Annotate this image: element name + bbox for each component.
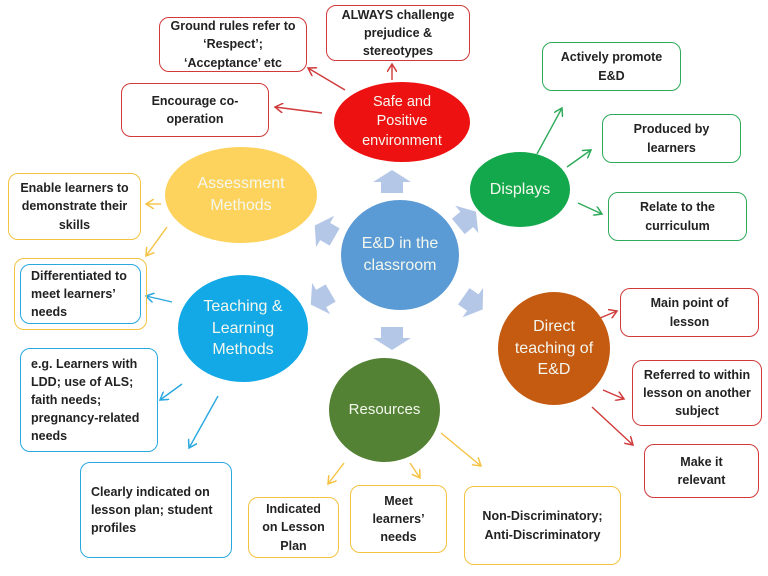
center-label: E&D in the classroom [361, 235, 439, 274]
box-referred-to: Referred to within lesson on another sub… [632, 360, 762, 426]
displays-label: Displays [489, 180, 551, 198]
box-make-relevant: Make it relevant [644, 444, 759, 498]
box-eg-learners: e.g. Learners with LDD; use of ALS; fait… [20, 348, 158, 452]
box-relate: Relate to the curriculum [608, 192, 747, 241]
arrow-direct-to-referred [602, 389, 624, 399]
box-text: Actively promote E&D [560, 50, 663, 83]
center-node: E&D in the classroom [341, 200, 459, 310]
box-text: Indicated on Lesson Plan [262, 502, 325, 553]
box-main-point: Main point of lesson [620, 288, 759, 337]
node-displays: Displays [470, 152, 570, 227]
arrow-displays-to-produced [566, 150, 591, 168]
direct-label: Direct teaching of E&D [514, 318, 594, 379]
box-text: Make it relevant [677, 454, 726, 487]
box-always-challenge: ALWAYS challenge prejudice & stereotypes [326, 5, 470, 61]
center-arrow-upper-left [314, 215, 340, 248]
node-assessment: Assessment Methods [165, 147, 317, 243]
center-arrow-up [373, 170, 411, 193]
box-text: Produced by learners [633, 122, 710, 155]
box-encourage: Encourage co-operation [121, 83, 269, 137]
box-text: Meet learners’ needs [372, 493, 425, 545]
box-text: Main point of lesson [650, 296, 729, 329]
box-non-discriminatory: Non-Discriminatory; Anti-Discriminatory [464, 486, 621, 565]
arrow-resources-to-indicated [328, 462, 345, 484]
arrow-displays-to-promote [536, 108, 562, 155]
resources-label: Resources [348, 400, 421, 418]
assessment-label: Assessment Methods [197, 175, 285, 214]
arrow-safe-to-encourage [275, 107, 323, 114]
arrow-teaching-to-eg [160, 383, 183, 400]
box-text: e.g. Learners with LDD; use of ALS; fait… [31, 356, 140, 444]
safe-label: Safe and Positive environment [362, 93, 442, 149]
box-text: Referred to within lesson on another sub… [643, 367, 751, 419]
arrow-displays-to-relate [577, 202, 602, 214]
center-arrow-lower-right [458, 287, 484, 318]
box-actively-promote: Actively promote E&D [542, 42, 681, 91]
box-text: Differentiated to meet learners’ needs [31, 268, 127, 320]
box-text: Non-Discriminatory; Anti-Discriminatory [482, 509, 603, 542]
box-differentiated: Differentiated to meet learners’ needs [20, 264, 141, 324]
node-resources: Resources [329, 358, 440, 462]
teaching-label: Teaching & Learning Methods [203, 298, 283, 359]
node-teaching-learning: Teaching & Learning Methods [178, 275, 308, 382]
node-direct-teaching: Direct teaching of E&D [498, 292, 610, 405]
box-text: Enable learners to demonstrate their ski… [20, 181, 129, 232]
box-ground-rules: Ground rules refer to ‘Respect’; ‘Accept… [159, 17, 307, 72]
box-enable-learners: Enable learners to demonstrate their ski… [8, 173, 141, 240]
arrow-resources-to-meet [409, 462, 420, 478]
box-produced-by: Produced by learners [602, 114, 741, 163]
arrow-teaching-to-clearly [189, 395, 219, 448]
arrow-direct-to-main-point [599, 311, 617, 318]
box-text: Ground rules refer to ‘Respect’; ‘Accept… [170, 19, 296, 70]
arrow-assessment-to-differentiated [146, 226, 168, 256]
box-differentiated-outer [14, 258, 147, 330]
box-meet-needs: Meet learners’ needs [350, 485, 447, 553]
box-text: Relate to the curriculum [639, 200, 715, 233]
arrow-teaching-to-differentiated [146, 296, 173, 303]
box-text: Clearly indicated on lesson plan; studen… [91, 484, 213, 536]
arrow-direct-to-relevant [591, 406, 633, 445]
center-arrow-upper-right [451, 205, 479, 235]
box-indicated-plan: Indicated on Lesson Plan [248, 497, 339, 558]
box-clearly-indicated: Clearly indicated on lesson plan; studen… [80, 462, 232, 558]
box-text: ALWAYS challenge prejudice & stereotypes [341, 7, 455, 59]
arrow-safe-to-ground-rules [308, 68, 346, 91]
box-text: Encourage co-operation [151, 93, 239, 126]
center-arrow-lower-left [310, 282, 336, 315]
arrow-resources-to-nondiscrim [440, 432, 481, 466]
center-arrow-down [373, 327, 411, 350]
node-safe-positive-environment: Safe and Positive environment [334, 82, 470, 162]
